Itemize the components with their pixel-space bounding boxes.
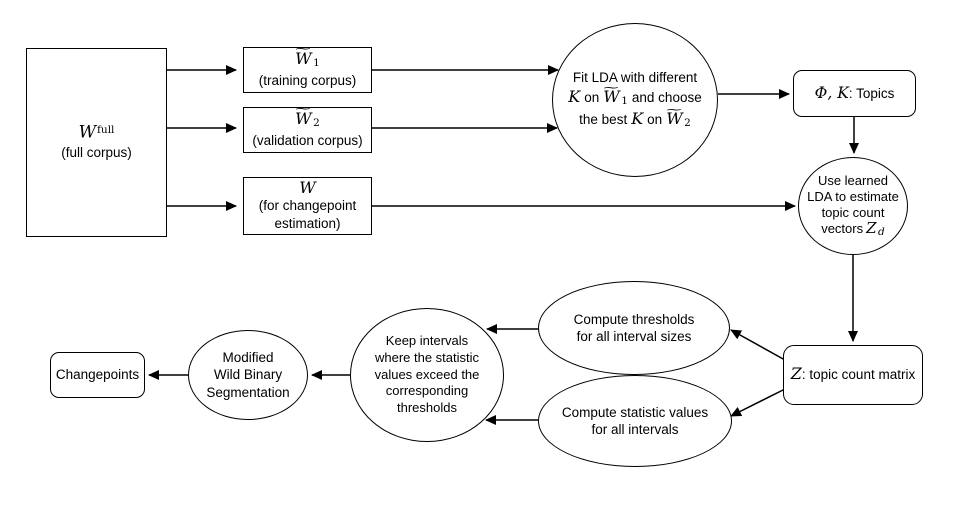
w-tilde-2-symbol: ~W (665, 103, 684, 129)
z-symbol: Z (790, 364, 802, 384)
node-compute-statistics: Compute statistic values for all interva… (538, 375, 732, 467)
node-changepoints: Changepoints (50, 352, 145, 398)
node-topics: Φ, K: Topics (793, 70, 916, 117)
node-keep-intervals: Keep intervals where the statistic value… (350, 308, 504, 442)
w-full-symbol: W (78, 122, 97, 143)
full-superscript: full (97, 123, 115, 136)
z-matrix-label: : topic count matrix (801, 367, 916, 383)
node-compute-thresholds: Compute thresholds for all interval size… (538, 281, 730, 375)
arrow-zmatrix-to-statistics (730, 388, 786, 417)
phi-k-symbols: Φ, K (814, 83, 849, 102)
node-full-corpus: Wfull (full corpus) (26, 48, 167, 237)
validation-corpus-caption: (validation corpus) (252, 133, 363, 149)
node-wild-binary-segmentation: Modified Wild Binary Segmentation (188, 330, 308, 420)
w-tilde-1-symbol: ~W (294, 43, 313, 68)
w-tilde-1-symbol: ~W (602, 81, 621, 107)
full-corpus-caption: (full corpus) (61, 144, 132, 160)
node-changepoint-corpus: W (for changepoint estimation) (243, 177, 372, 235)
z-d-symbol: Z (866, 219, 877, 238)
w-tilde-2-symbol: ~W (294, 103, 313, 128)
arrow-zmatrix-to-thresholds (730, 329, 786, 361)
topics-label: : Topics (848, 85, 895, 101)
w-symbol: W (299, 178, 316, 198)
node-use-lda: Use learned LDA to estimate topic count … (798, 157, 908, 255)
training-corpus-caption: (training corpus) (258, 73, 357, 89)
changepoints-label: Changepoints (55, 367, 140, 383)
fit-lda-line1: Fit LDA with different (572, 70, 698, 86)
changepoint-corpus-caption: (for changepoint estimation) (258, 198, 357, 231)
node-z-matrix: Z: topic count matrix (783, 345, 923, 405)
